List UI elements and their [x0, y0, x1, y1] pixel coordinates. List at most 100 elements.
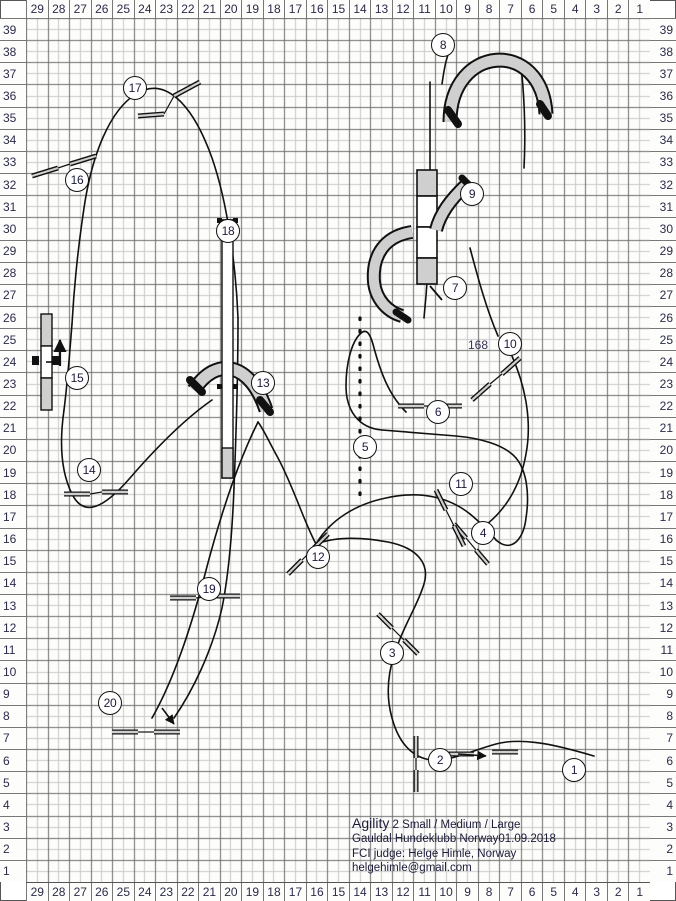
axis-tick-28: 28 [47, 0, 70, 18]
obstacle-number-1[interactable]: 1 [562, 758, 586, 782]
axis-tick-4: 4 [563, 0, 586, 18]
axis-tick-v-5: 5 [0, 771, 26, 794]
obstacle-number-3[interactable]: 3 [380, 641, 404, 665]
axis-tick-v-18: 18 [650, 483, 676, 506]
axis-tick-v-32: 32 [0, 173, 26, 196]
distance-label-168: 168 [468, 338, 489, 352]
obstacle-number-18[interactable]: 18 [216, 219, 240, 243]
jump-3 [376, 612, 420, 656]
axis-tick-v-7: 7 [0, 726, 26, 750]
obstacle-number-label: 1 [570, 763, 578, 777]
axis-tick-v-35: 35 [0, 106, 26, 129]
obstacle-number-label: 14 [82, 463, 96, 477]
axis-tick-v-33: 33 [0, 150, 26, 174]
obstacle-number-12[interactable]: 12 [306, 545, 330, 569]
axis-tick-v-39: 39 [650, 18, 676, 41]
axis-tick-v-24: 24 [0, 350, 26, 373]
axis-tick-v-37: 37 [0, 62, 26, 85]
axis-tick-9: 9 [456, 0, 478, 18]
obstacle-number-label: 4 [479, 526, 487, 540]
axis-tick-29: 29 [26, 883, 48, 901]
axis-tick-12: 12 [391, 883, 414, 901]
axis-tick-v-32: 32 [650, 173, 676, 196]
obstacle-9-contact [416, 169, 438, 285]
obstacle-number-9[interactable]: 9 [460, 182, 484, 206]
axis-tick-v-36: 36 [0, 84, 26, 107]
axis-tick-v-20: 20 [0, 438, 26, 462]
obstacle-number-14[interactable]: 14 [77, 458, 101, 482]
axis-tick-v-18: 18 [0, 483, 26, 506]
obstacle-number-20[interactable]: 20 [98, 691, 122, 715]
obstacle-number-16[interactable]: 16 [65, 168, 89, 192]
axis-tick-v-10: 10 [650, 660, 676, 683]
axis-tick-25: 25 [112, 0, 134, 18]
axis-tick-v-11: 11 [0, 638, 26, 661]
obstacle-number-10[interactable]: 10 [498, 332, 522, 356]
axis-tick-21: 21 [198, 0, 220, 18]
axis-tick-24: 24 [133, 0, 156, 18]
obstacle-number-17[interactable]: 17 [123, 76, 147, 100]
axis-tick-26: 26 [90, 883, 113, 901]
axis-tick-26: 26 [90, 0, 113, 18]
axis-tick-2: 2 [606, 883, 629, 901]
axis-tick-19: 19 [241, 883, 263, 901]
axis-tick-10: 10 [434, 0, 457, 18]
axis-tick-v-29: 29 [650, 239, 676, 262]
axis-tick-v-8: 8 [650, 704, 676, 727]
axis-tick-3: 3 [585, 0, 607, 18]
obstacle-number-19[interactable]: 19 [197, 577, 221, 601]
axis-tick-9: 9 [456, 883, 478, 901]
obstacle-number-5[interactable]: 5 [353, 435, 377, 459]
axis-tick-v-4: 4 [650, 793, 676, 816]
obstacle-number-7[interactable]: 7 [443, 276, 467, 300]
axis-tick-15: 15 [327, 0, 349, 18]
axis-tick-v-8: 8 [0, 704, 26, 727]
axis-tick-v-28: 28 [650, 261, 676, 284]
caption-judge-line: FCI judge: Helge Himle, Norway [352, 847, 517, 860]
obstacle-18-dogwalk [217, 218, 238, 479]
axis-tick-4: 4 [563, 883, 586, 901]
axis-tick-16: 16 [305, 883, 328, 901]
obstacle-number-4[interactable]: 4 [471, 521, 495, 545]
axis-tick-v-6: 6 [0, 749, 26, 772]
axis-tick-v-5: 5 [650, 771, 676, 794]
axis-tick-v-12: 12 [0, 616, 26, 639]
course-drawing [31, 49, 595, 792]
axis-tick-5: 5 [542, 0, 564, 18]
obstacle-number-6[interactable]: 6 [426, 400, 450, 424]
caption-title-bold: Agility [352, 815, 390, 831]
axis-tick-23: 23 [155, 883, 177, 901]
obstacle-number-13[interactable]: 13 [251, 371, 275, 395]
axis-tick-v-2: 2 [0, 837, 26, 860]
axis-tick-v-39: 39 [0, 18, 26, 41]
axis-tick-v-36: 36 [650, 84, 676, 107]
axis-tick-v-19: 19 [0, 461, 26, 484]
finish-arrow [161, 707, 175, 725]
axis-tick-v-23: 23 [0, 372, 26, 395]
obstacle-number-label: 6 [434, 405, 442, 419]
obstacle-number-label: 13 [256, 376, 270, 390]
axis-tick-27: 27 [69, 0, 91, 18]
obstacle-number-11[interactable]: 11 [449, 472, 473, 496]
course-caption: Agility 2 Small / Medium / Large Gauldal… [352, 816, 556, 875]
obstacle-number-15[interactable]: 15 [65, 366, 89, 390]
axis-tick-v-15: 15 [0, 549, 26, 572]
axis-tick-v-28: 28 [0, 261, 26, 284]
axis-tick-13: 13 [370, 883, 392, 901]
obstacle-number-label: 2 [436, 753, 444, 767]
axis-tick-2: 2 [606, 0, 629, 18]
axis-tick-v-38: 38 [650, 40, 676, 63]
jumps [31, 79, 522, 792]
axis-tick-v-11: 11 [650, 638, 676, 661]
axis-tick-v-4: 4 [0, 793, 26, 816]
grid-layer [26, 18, 650, 882]
obstacle-number-label: 8 [439, 38, 447, 52]
obstacle-number-8[interactable]: 8 [431, 33, 455, 57]
axis-tick-10: 10 [434, 883, 457, 901]
obstacle-number-2[interactable]: 2 [428, 748, 452, 772]
axis-tick-v-34: 34 [0, 128, 26, 151]
axis-tick-25: 25 [112, 883, 134, 901]
axis-tick-20: 20 [219, 0, 242, 18]
